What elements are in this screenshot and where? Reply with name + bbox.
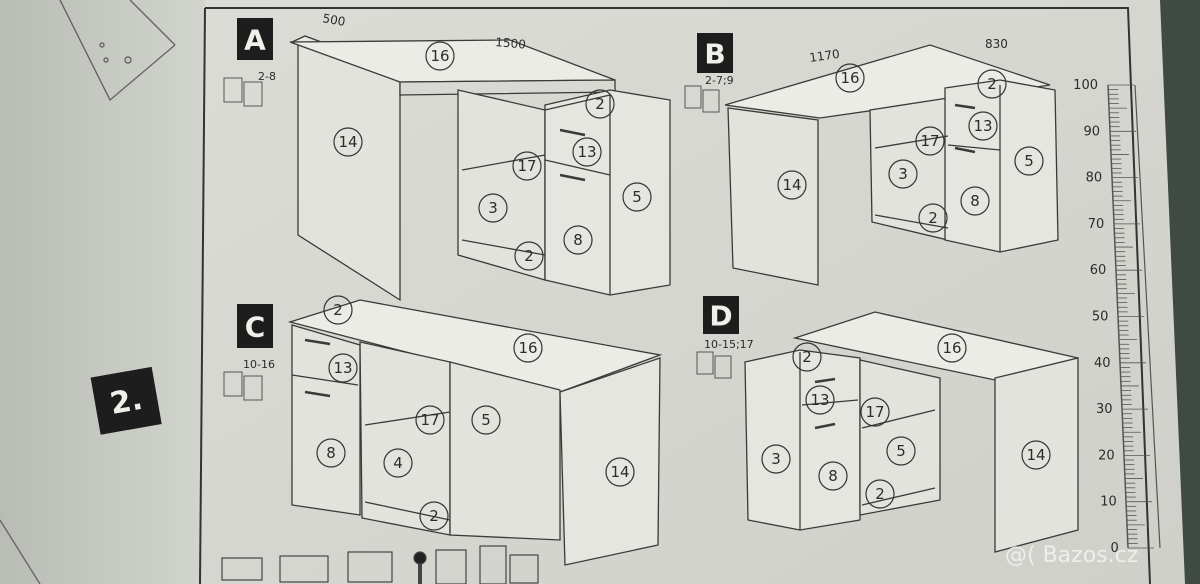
svg-text:1500: 1500 [495,35,527,52]
svg-text:500: 500 [321,11,346,29]
panel-d-part-markers [761,333,1051,509]
svg-text:17: 17 [920,132,939,150]
svg-text:14: 14 [338,133,357,151]
panel-a-labels: A 2-8 500 1500 [223,11,527,107]
svg-text:2: 2 [429,507,439,525]
svg-text:17: 17 [517,157,536,175]
tool-icons-strip [221,545,539,584]
ruler-label: 50 [1092,310,1109,325]
watermark: @( Bazos.cz [1005,543,1138,568]
ruler-label: 20 [1098,448,1115,463]
svg-text:3: 3 [488,199,498,217]
panel-a [289,35,671,302]
svg-text:16: 16 [518,339,537,357]
svg-text:2: 2 [928,209,938,227]
panel-c-book-icon [223,371,263,401]
panel-d-letter: D [709,300,732,333]
ruler-label: 30 [1096,402,1113,417]
svg-text:830: 830 [985,37,1008,51]
ruler-label: 40 [1094,356,1111,371]
step-badge: 2. [90,366,162,435]
svg-text:14: 14 [1026,446,1045,464]
svg-text:2: 2 [875,485,885,503]
svg-text:16: 16 [840,69,859,87]
svg-text:13: 13 [333,359,352,377]
svg-text:17: 17 [865,403,884,421]
panel-a-book-icon [223,77,263,107]
panel-c [287,299,663,566]
panel-d-book-icon [696,351,732,379]
svg-text:3: 3 [898,165,908,183]
ruler-label: 10 [1100,495,1117,510]
svg-text:8: 8 [573,231,583,249]
left-partial-diagram [0,0,176,584]
svg-text:1170: 1170 [808,47,840,65]
panel-a-part-markers [333,41,652,271]
svg-text:2: 2 [802,348,812,366]
svg-text:13: 13 [810,391,829,409]
svg-text:13: 13 [577,143,596,161]
svg-text:2: 2 [595,95,605,113]
svg-text:8: 8 [970,192,980,210]
svg-text:13: 13 [973,117,992,135]
panel-b-labels: B 2-7;9 1170 830 [684,33,1008,113]
panel-c-part-markers [316,295,635,531]
ruler-label: 80 [1086,171,1103,186]
panel-b-book-icon [684,85,720,113]
svg-text:2: 2 [524,247,534,265]
svg-text:17: 17 [420,411,439,429]
panel-b-part-markers [777,63,1044,233]
step-number: 2. [107,382,145,422]
panel-a-letter: A [244,24,266,57]
svg-text:4: 4 [393,454,403,472]
svg-text:14: 14 [782,176,801,194]
svg-text:5: 5 [896,442,906,460]
svg-text:10-15;17: 10-15;17 [704,338,754,351]
ruler-label: 60 [1090,263,1107,278]
svg-text:16: 16 [430,47,449,65]
svg-text:2: 2 [333,301,343,319]
svg-text:14: 14 [610,463,629,481]
svg-text:16: 16 [942,339,961,357]
ruler-label: 90 [1084,124,1101,139]
ruler-label: 100 [1073,78,1098,93]
svg-text:3: 3 [771,450,781,468]
panel-c-labels: C 10-16 [223,304,275,401]
ruler-label: 0 [1111,541,1119,556]
ruler-label: 70 [1088,217,1105,232]
panel-b [724,44,1059,286]
svg-text:5: 5 [1024,152,1034,170]
svg-text:8: 8 [828,467,838,485]
panel-d-labels: D 10-15;17 [696,296,754,379]
svg-text:10-16: 10-16 [243,358,275,371]
svg-text:2: 2 [987,75,997,93]
panel-c-letter: C [245,311,266,344]
svg-text:8: 8 [326,444,336,462]
svg-text:2-8: 2-8 [258,70,276,83]
svg-text:5: 5 [481,411,491,429]
svg-text:2-7;9: 2-7;9 [705,74,734,87]
panel-b-letter: B [704,38,725,71]
svg-text:5: 5 [632,188,642,206]
